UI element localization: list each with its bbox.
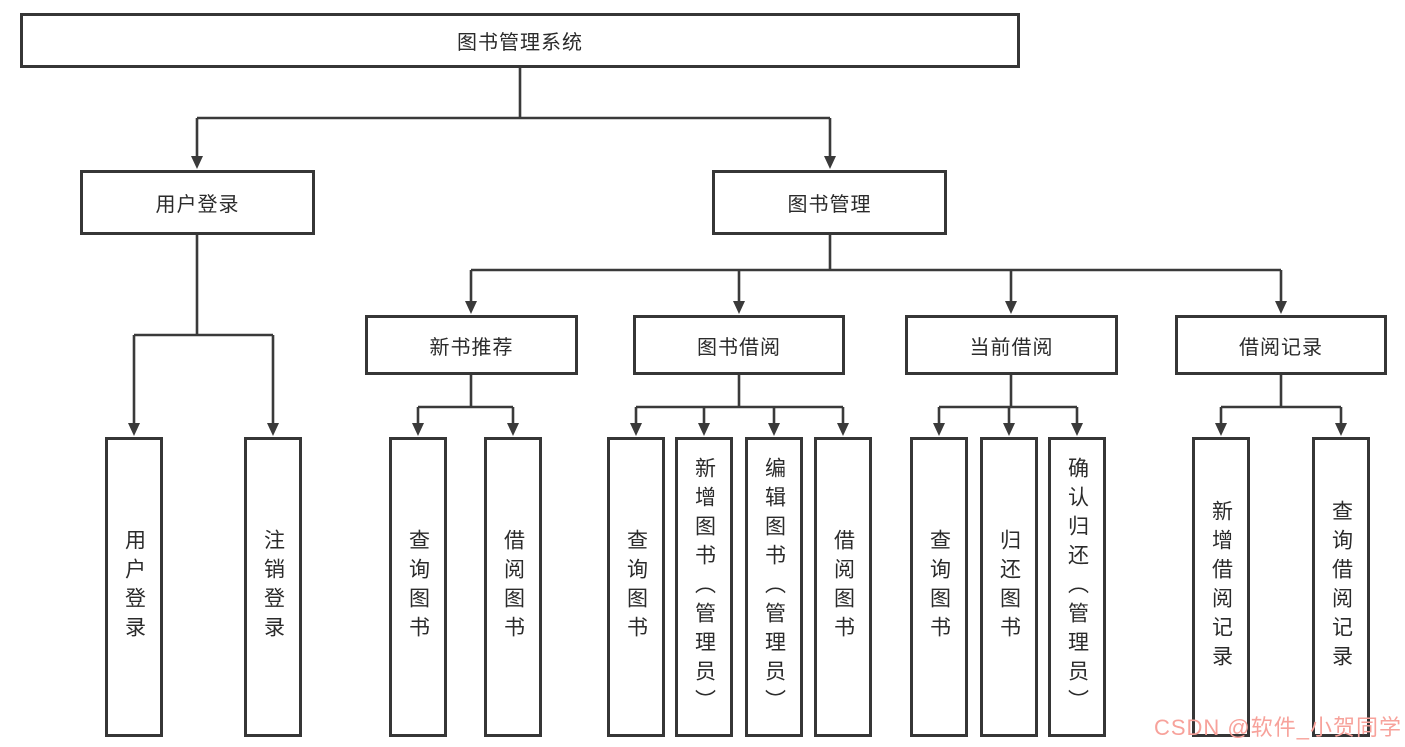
leaf-edit-book-admin: 编辑图书（管理员） bbox=[745, 437, 803, 737]
leaf-confirm-return-admin: 确认归还（管理员） bbox=[1048, 437, 1106, 737]
leaf-user-login: 用户登录 bbox=[105, 437, 163, 737]
leaf-add-borrow-record: 新增借阅记录 bbox=[1192, 437, 1250, 737]
leaf-add-book-admin: 新增图书（管理员） bbox=[675, 437, 733, 737]
watermark: CSDN @软件_小贺同学 bbox=[1153, 715, 1402, 740]
node-borrow-record: 借阅记录 bbox=[1175, 315, 1387, 375]
leaf-query-book-1: 查询图书 bbox=[389, 437, 447, 737]
leaf-return-book: 归还图书 bbox=[980, 437, 1038, 737]
node-user-login: 用户登录 bbox=[80, 170, 315, 235]
node-current-borrow: 当前借阅 bbox=[905, 315, 1118, 375]
leaf-query-book-3: 查询图书 bbox=[910, 437, 968, 737]
leaf-borrow-book-2: 借阅图书 bbox=[814, 437, 872, 737]
leaf-query-borrow-record: 查询借阅记录 bbox=[1312, 437, 1370, 737]
leaf-query-book-2: 查询图书 bbox=[607, 437, 665, 737]
node-book-management: 图书管理 bbox=[712, 170, 947, 235]
node-new-book-recommend: 新书推荐 bbox=[365, 315, 578, 375]
node-root-system: 图书管理系统 bbox=[20, 13, 1020, 68]
leaf-logout: 注销登录 bbox=[244, 437, 302, 737]
leaf-borrow-book-1: 借阅图书 bbox=[484, 437, 542, 737]
node-book-borrow: 图书借阅 bbox=[633, 315, 845, 375]
arrowheads bbox=[128, 156, 1347, 436]
